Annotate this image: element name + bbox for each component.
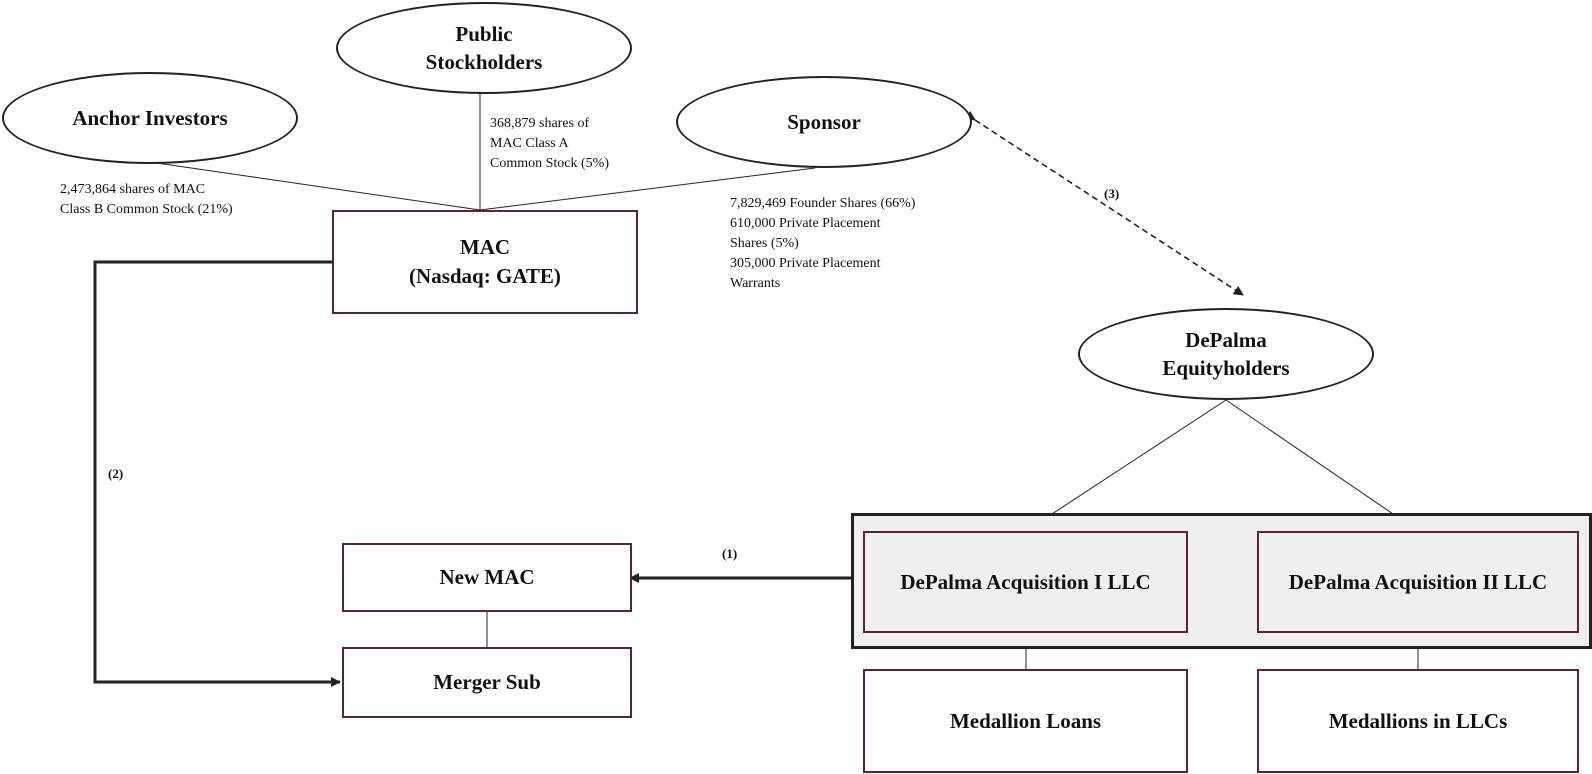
new-mac-node: New MAC: [342, 543, 632, 612]
step-1-label: (1): [722, 546, 738, 561]
sponsor-label: Sponsor: [787, 110, 861, 134]
step-2-label: (2): [108, 466, 124, 481]
sponsor-holdings-line1: 7,829,469 Founder Shares (66%): [730, 196, 916, 211]
depalma-equityholders-node: DePalma Equityholders: [1078, 308, 1374, 400]
anchor-holdings-line2: Class B Common Stock (21%): [60, 202, 233, 217]
sponsor-holdings-line4: 305,000 Private Placement: [730, 256, 881, 271]
new-mac-label: New MAC: [439, 565, 535, 589]
sponsor-holdings-note: 7,829,469 Founder Shares (66%) 610,000 P…: [730, 194, 915, 294]
public-stockholders-label-line1: Public: [455, 22, 513, 46]
anchor-holdings-line1: 2,473,864 shares of MAC: [60, 182, 206, 197]
anchor-to-mac-line: [149, 161, 481, 211]
medallions-in-llcs-label: Medallions in LLCs: [1328, 708, 1508, 733]
medallions-in-llcs-node: Medallions in LLCs: [1257, 669, 1579, 773]
anchor-investors-node: Anchor Investors: [2, 72, 298, 164]
sponsor-holdings-line3: Shares (5%): [730, 236, 799, 251]
anchor-investors-label: Anchor Investors: [72, 106, 228, 130]
step-3-label: (3): [1104, 186, 1120, 201]
sponsor-holdings-line2: 610,000 Private Placement: [730, 216, 881, 231]
equityholders-to-acq1-line: [1025, 399, 1227, 532]
merger-sub-node: Merger Sub: [342, 647, 632, 718]
depalma-acquisition-ii-node: DePalma Acquisition II LLC: [1257, 531, 1579, 633]
merger-sub-label: Merger Sub: [433, 670, 541, 694]
anchor-holdings-note: 2,473,864 shares of MAC Class B Common S…: [60, 180, 233, 220]
mac-label-line2: (Nasdaq: GATE): [409, 264, 561, 288]
equityholders-to-acq2-line: [1225, 399, 1419, 532]
depalma-acquisition-i-label: DePalma Acquisition I LLC: [900, 569, 1151, 594]
depalma-acquisition-i-node: DePalma Acquisition I LLC: [863, 531, 1188, 633]
depalma-equityholders-label-line1: DePalma: [1185, 328, 1267, 352]
public-stockholders-node: Public Stockholders: [336, 2, 632, 94]
public-holdings-line2: MAC Class A: [490, 136, 569, 151]
public-holdings-line1: 368,879 shares of: [490, 116, 590, 131]
public-stockholders-label-line2: Stockholders: [425, 50, 543, 74]
public-holdings-note: 368,879 shares of MAC Class A Common Sto…: [490, 114, 609, 174]
depalma-acquisition-ii-label: DePalma Acquisition II LLC: [1288, 569, 1548, 594]
mac-label-line1: MAC: [459, 235, 511, 259]
mac-to-merger-sub-arrow: [93, 260, 341, 687]
sponsor-node: Sponsor: [676, 76, 972, 168]
sponsor-depalma-dashed-arrow: [964, 110, 1244, 296]
mac-node: MAC (Nasdaq: GATE): [332, 210, 638, 314]
sponsor-holdings-line5: Warrants: [730, 276, 781, 291]
medallion-loans-label: Medallion Loans: [949, 708, 1102, 733]
public-holdings-line3: Common Stock (5%): [490, 156, 609, 171]
depalma-equityholders-label-line2: Equityholders: [1162, 356, 1290, 380]
medallion-loans-node: Medallion Loans: [863, 669, 1188, 773]
sponsor-to-mac-line: [479, 167, 816, 211]
